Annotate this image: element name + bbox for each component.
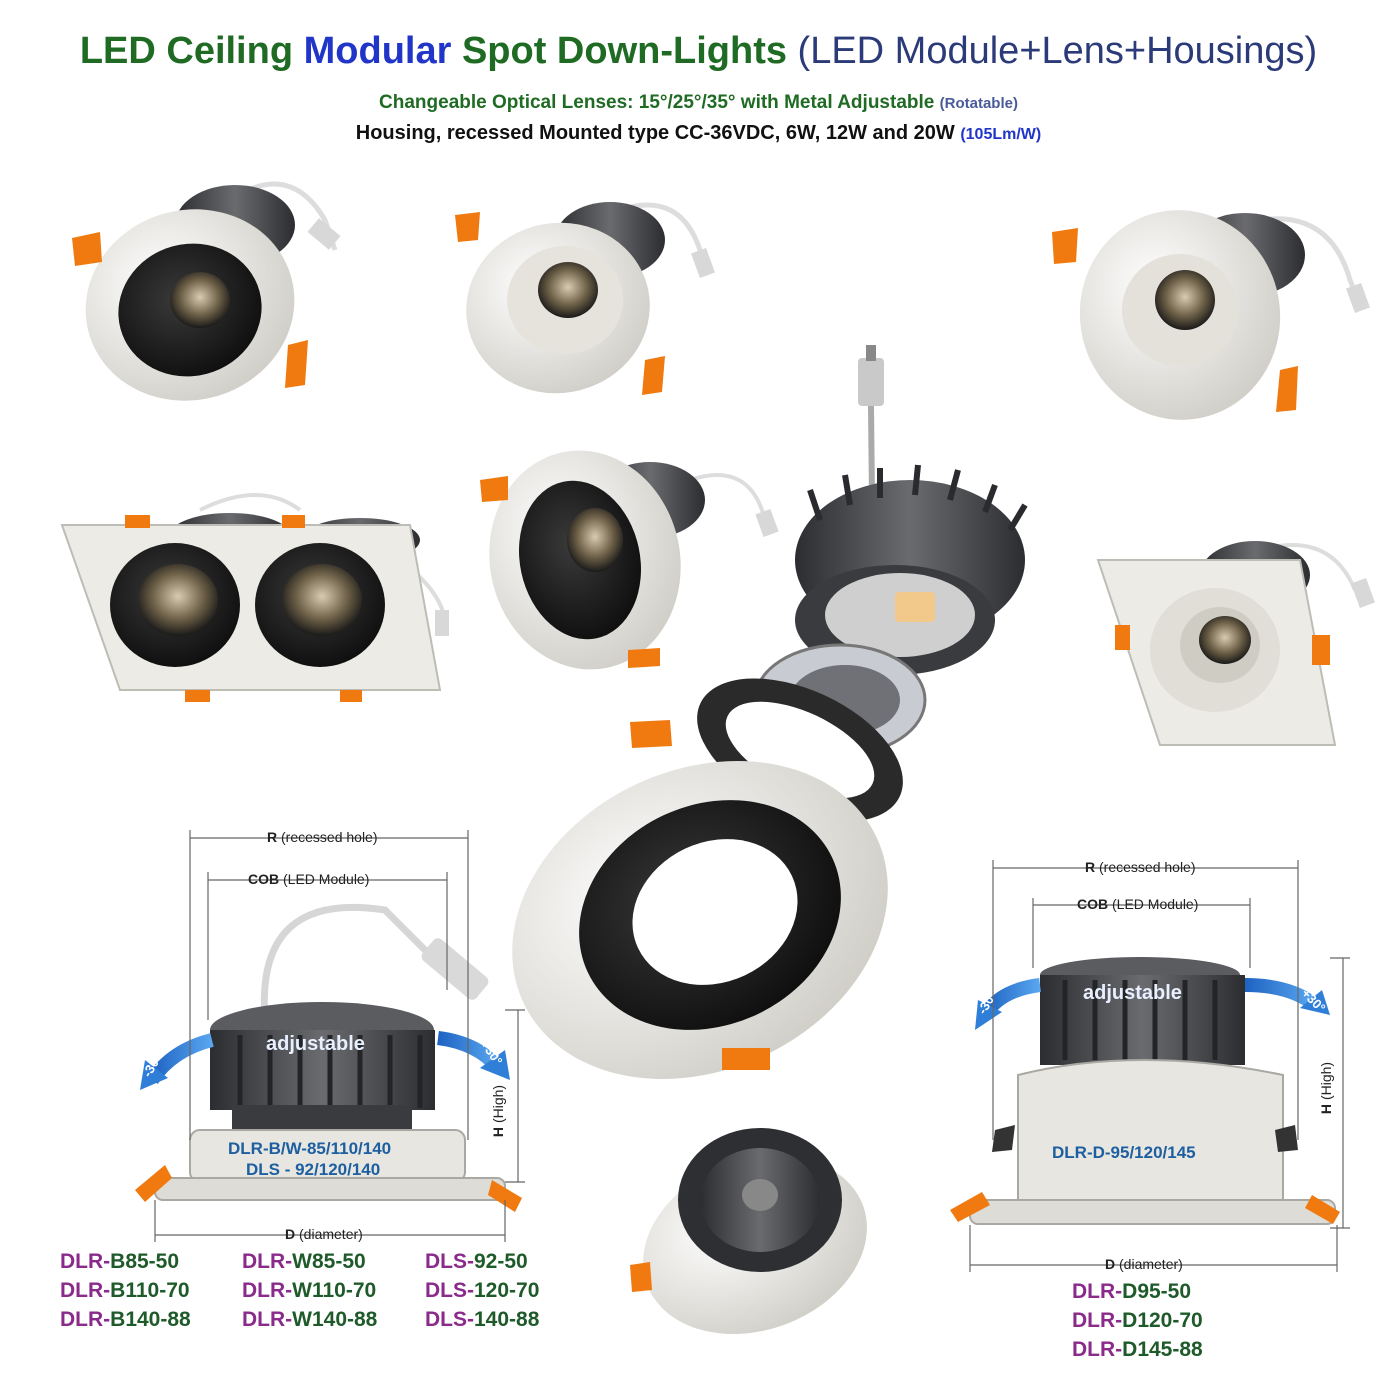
code-d120: DLR-D120-70	[1072, 1309, 1203, 1332]
left-d-label: D (diameter)	[285, 1226, 363, 1242]
code-dls120: DLS-120-70	[425, 1279, 540, 1302]
left-diagram-light	[135, 903, 522, 1212]
left-model-line1: DLR-B/W-85/110/140	[228, 1139, 392, 1158]
light-double-square	[60, 493, 449, 702]
right-r-label: R (recessed hole)	[1085, 859, 1196, 875]
code-dls92: DLS-92-50	[425, 1250, 528, 1273]
subtitle-lenses: Changeable Optical Lenses: 15°/25°/35° w…	[379, 92, 1018, 113]
left-cob-label: COB (LED Module)	[248, 871, 370, 887]
code-dls140: DLS-140-88	[425, 1308, 540, 1331]
code-d145: DLR-D145-88	[1072, 1338, 1203, 1361]
code-w110: DLR-W110-70	[242, 1279, 377, 1302]
right-model-line1: DLR-D-95/120/145	[1052, 1143, 1196, 1162]
exploded-module	[512, 345, 1028, 1079]
page-title: LED Ceiling Modular Spot Down-Lights (LE…	[79, 30, 1318, 72]
code-w85: DLR-W85-50	[242, 1250, 366, 1273]
light-deep-cylinder	[480, 450, 779, 670]
code-b110: DLR-B110-70	[60, 1279, 190, 1302]
right-cob-label: COB (LED Module)	[1077, 896, 1199, 912]
right-h-label: H (High)	[1318, 1061, 1335, 1115]
right-dimension-lines	[969, 860, 1350, 1272]
light-round-black-1	[72, 181, 341, 401]
left-model-line2: DLS - 92/120/140	[246, 1160, 381, 1179]
left-dimension-lines	[154, 830, 525, 1242]
subtitle-housing: Housing, recessed Mounted type CC-36VDC,…	[355, 122, 1042, 144]
left-h-label: H (High)	[490, 1084, 507, 1138]
code-b85: DLR-B85-50	[60, 1250, 180, 1273]
light-round-white-2	[1052, 210, 1370, 420]
light-square-single	[1096, 541, 1375, 746]
right-adjustable-label: adjustable	[1083, 982, 1182, 1004]
light-rear-view	[630, 1128, 867, 1335]
right-d-label: D (diameter)	[1105, 1256, 1183, 1272]
left-r-label: R (recessed hole)	[267, 829, 378, 845]
light-round-white-1	[455, 202, 715, 395]
code-b140: DLR-B140-88	[60, 1308, 191, 1331]
left-adjustable-label: adjustable	[266, 1033, 365, 1055]
code-w140: DLR-W140-88	[242, 1308, 378, 1331]
right-diagram-light	[950, 957, 1340, 1225]
code-d95: DLR-D95-50	[1072, 1280, 1192, 1303]
